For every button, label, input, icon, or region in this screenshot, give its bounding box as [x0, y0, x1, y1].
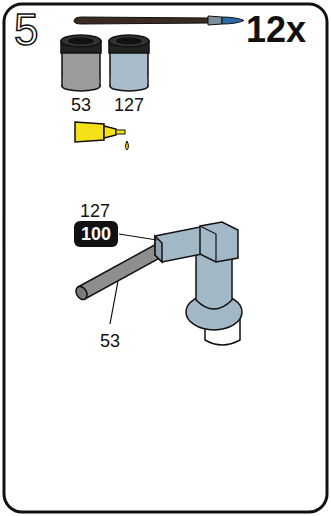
paint-number: 127: [114, 96, 144, 114]
fitting-body: [155, 222, 242, 345]
paint-number: 53: [71, 96, 91, 114]
paint-brush: [74, 16, 244, 25]
paint-pot: [61, 35, 101, 91]
callout-number: 100: [81, 225, 111, 243]
step-frame: [4, 4, 327, 512]
glue-tube: [75, 122, 129, 150]
callout-box: 100: [74, 221, 118, 247]
step-number: 5: [14, 8, 38, 52]
leader-line: [119, 234, 157, 240]
paint-number: 127: [80, 202, 110, 220]
paint-pot: [109, 35, 149, 91]
leader-line: [110, 281, 118, 324]
paint-number: 53: [100, 332, 120, 350]
rod: [74, 242, 167, 302]
quantity: 12x: [246, 12, 306, 48]
